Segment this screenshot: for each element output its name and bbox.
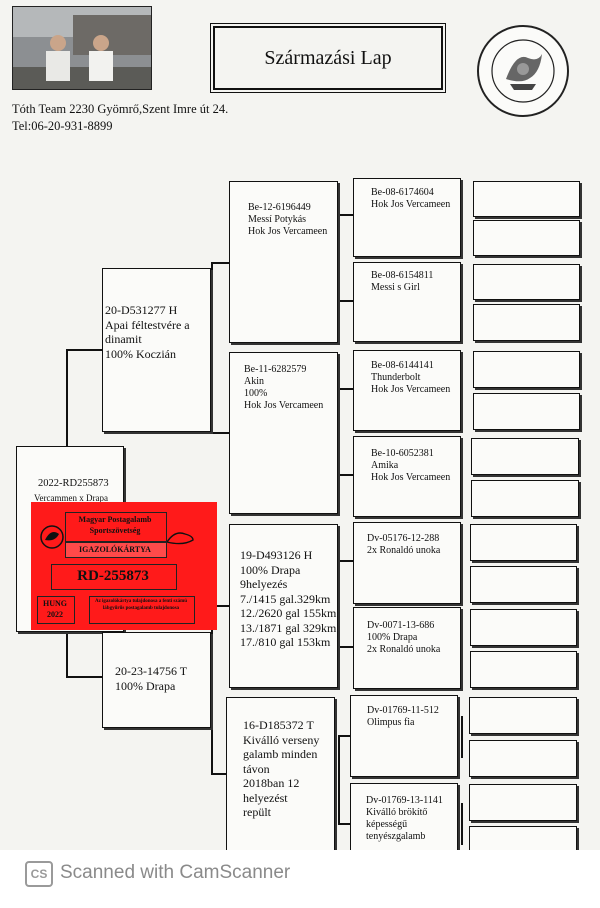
card-emblem-icon xyxy=(40,525,64,549)
identification-card: Magyar Postagalamb Sportszövetség IGAZOL… xyxy=(31,502,217,630)
great-grandparent-mff: Dv-05176-12-288 2x Ronaldó unoka xyxy=(367,533,441,556)
paternal-grandfather-box xyxy=(229,181,338,343)
connector xyxy=(211,262,229,264)
card-ring: RD-255873 xyxy=(77,568,149,584)
card-note-frame xyxy=(89,596,195,624)
empty-ancestor-box xyxy=(473,351,580,388)
empty-ancestor-box xyxy=(471,438,579,475)
great-grandparent-box xyxy=(353,436,461,517)
connector xyxy=(211,773,229,775)
scanner-watermark: Scanned with CamScanner xyxy=(60,862,291,883)
owner-phone: Tel:06-20-931-8899 xyxy=(12,119,113,133)
card-note: Az igazolókártya tulajdonosa a fenti szá… xyxy=(94,599,188,611)
maternal-grandmother-box xyxy=(226,697,335,863)
great-grandparent-ffm: Be-08-6154811 Messi s Girl xyxy=(371,270,434,293)
great-grandparent-box xyxy=(353,262,461,342)
empty-ancestor-box xyxy=(473,393,580,430)
empty-ancestor-box xyxy=(470,566,577,603)
maternal-grandfather-box xyxy=(229,524,338,688)
empty-ancestor-box xyxy=(469,784,577,821)
paternal-grandmother-details: Be-11-6282579 Akin 100% Hok Jos Vercamee… xyxy=(244,364,324,411)
empty-ancestor-box xyxy=(473,264,580,300)
owner-address: Tóth Team 2230 Gyömrő,Szent Imre út 24. xyxy=(12,102,229,116)
subject-ring: 2022-RD255873 xyxy=(38,478,109,489)
empty-ancestor-box xyxy=(473,220,580,256)
connector xyxy=(461,716,463,758)
mother-box xyxy=(102,632,211,728)
connector xyxy=(461,628,463,669)
mother-details: 20-23-14756 T 100% Drapa xyxy=(115,664,188,693)
card-ring-frame xyxy=(51,564,177,590)
connector xyxy=(66,632,68,678)
connector xyxy=(66,676,102,678)
connector xyxy=(338,300,353,302)
card-line3: IGAZOLÓKÁRTYA xyxy=(79,545,151,554)
connector xyxy=(66,349,68,447)
connector xyxy=(66,349,102,351)
empty-ancestor-box xyxy=(470,609,577,646)
connector xyxy=(338,735,340,825)
maternal-grandmother-details: 16-D185372 T Kiválló verseny galamb mind… xyxy=(243,718,320,819)
great-grandparent-mmm: Dv-01769-13-1141 Kiválló brökítő képessé… xyxy=(366,795,443,842)
connector xyxy=(338,560,353,562)
connector xyxy=(461,803,463,845)
connector xyxy=(211,262,213,434)
paternal-grandfather-details: Be-12-6196449 Messí Potykás Hok Jos Verc… xyxy=(248,202,328,237)
connector xyxy=(338,646,353,648)
father-details: 20-D531277 H Apai féltestvére a dinamit … xyxy=(105,303,190,361)
owners-photo xyxy=(12,6,152,90)
empty-ancestor-box xyxy=(469,740,577,777)
connector xyxy=(461,543,463,584)
empty-ancestor-box xyxy=(470,524,577,561)
card-title-frame xyxy=(65,512,167,542)
great-grandparent-box xyxy=(353,607,461,689)
card-line1: Magyar Postagalamb xyxy=(78,515,152,524)
connector xyxy=(461,198,463,238)
connector xyxy=(338,823,353,825)
maternal-grandfather-details: 19-D493126 H 100% Drapa 9helyezés 7./141… xyxy=(240,548,337,649)
empty-ancestor-box xyxy=(473,181,580,217)
great-grandparent-mmf: Dv-01769-11-512 Olimpus fia xyxy=(367,705,439,728)
card-country-frame xyxy=(37,596,75,624)
great-grandparent-fmf: Be-08-6144141 Thunderbolt Hok Jos Vercam… xyxy=(371,360,451,395)
great-grandparent-fff: Be-08-6174604 Hok Jos Vercameen xyxy=(371,187,451,210)
page-title: Származási Lap xyxy=(213,26,443,90)
connector xyxy=(338,214,353,216)
father-box xyxy=(102,268,211,432)
great-grandparent-box xyxy=(353,350,461,431)
owner-contact: Tóth Team 2230 Gyömrő,Szent Imre út 24. … xyxy=(12,101,228,135)
great-grandparent-box xyxy=(353,178,461,257)
subject-name: Vercammen x Drapa xyxy=(34,493,108,503)
connector xyxy=(461,457,463,498)
connector xyxy=(461,370,463,412)
empty-ancestor-box xyxy=(470,651,577,688)
connector xyxy=(338,560,340,648)
card-country: HUNG xyxy=(43,599,67,608)
card-type-frame xyxy=(65,542,167,558)
connector xyxy=(338,388,340,476)
empty-ancestor-box xyxy=(473,304,580,341)
great-grandparent-fmm: Be-10-6052381 Amika Hok Jos Vercameen xyxy=(371,448,451,483)
connector xyxy=(211,605,229,607)
card-year: 2022 xyxy=(47,610,63,619)
empty-ancestor-box xyxy=(469,697,577,734)
camscanner-logo-icon: CS xyxy=(25,861,53,887)
connector xyxy=(338,735,353,737)
great-grandparent-mfm: Dv-0071-13-686 100% Drapa 2x Ronaldó uno… xyxy=(367,620,441,655)
connector xyxy=(338,214,340,302)
connector xyxy=(211,432,229,434)
title-text: Származási Lap xyxy=(264,46,392,69)
card-pigeon-icon xyxy=(165,532,194,545)
scanner-footer xyxy=(0,850,600,908)
federation-seal xyxy=(476,24,570,118)
paternal-grandmother-box xyxy=(229,352,338,514)
great-grandparent-box xyxy=(350,695,458,777)
great-grandparent-box xyxy=(353,522,461,604)
connector xyxy=(338,388,353,390)
connector xyxy=(461,281,463,322)
empty-ancestor-box xyxy=(471,480,579,517)
card-line2: Sportszövetség xyxy=(89,526,141,535)
connector xyxy=(338,474,353,476)
connector xyxy=(211,605,213,775)
